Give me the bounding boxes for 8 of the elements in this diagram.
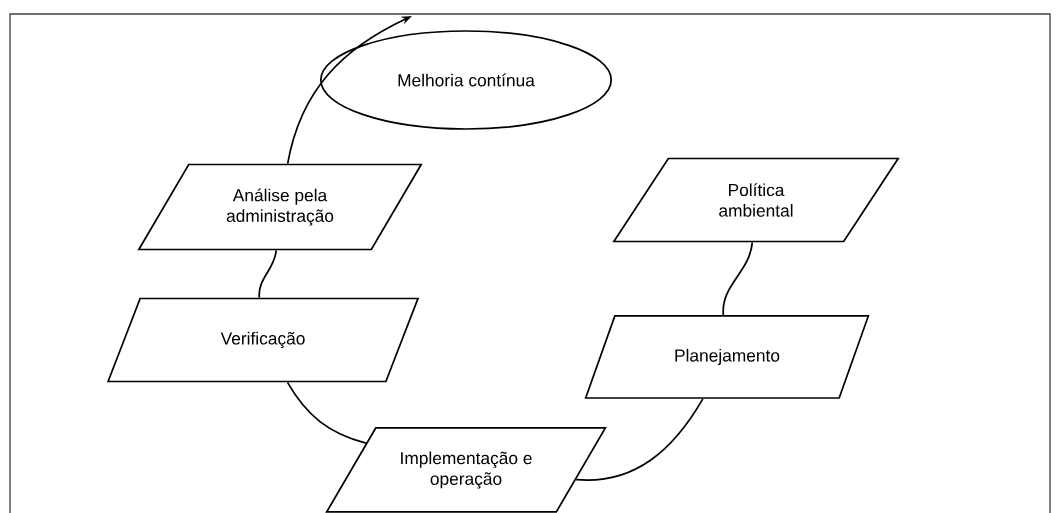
- parallelogram-box: Análise pela administração: [137, 163, 423, 251]
- connector-line: [722, 241, 754, 316]
- parallelogram-box: Planejamento: [584, 315, 870, 399]
- connector-line: [575, 398, 704, 481]
- ellipse-node: Melhoria contínua: [319, 30, 613, 130]
- parallelogram-box: Implementação e operação: [325, 427, 607, 513]
- connector-line: [286, 381, 367, 445]
- connector-line: [258, 249, 278, 299]
